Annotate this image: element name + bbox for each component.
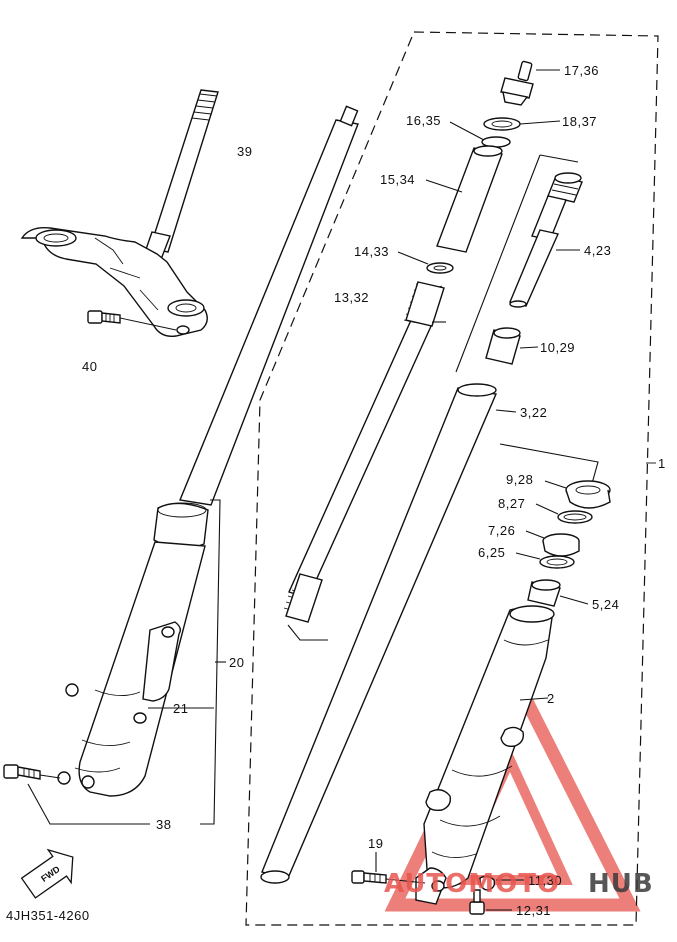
callout-39: 39	[237, 144, 252, 159]
callout-15-34: 15,34	[380, 172, 415, 187]
spacer-15	[425, 145, 503, 253]
callout-6-25: 6,25	[478, 545, 505, 560]
callout-4-23: 4,23	[584, 243, 611, 258]
o-ring-18	[483, 117, 561, 131]
callout-40: 40	[82, 359, 97, 374]
callout-7-26: 7,26	[488, 523, 515, 538]
washer-14	[397, 251, 454, 274]
fwd-arrow-icon: FWD	[20, 848, 74, 899]
steering-stem	[20, 89, 219, 337]
bushing-10	[485, 327, 539, 365]
callout-13-32: 13,32	[334, 290, 369, 305]
drawing-code: 4JH351-4260	[6, 908, 90, 923]
callout-10-29: 10,29	[540, 340, 575, 355]
callout-19: 19	[368, 836, 383, 851]
callout-38: 38	[156, 817, 171, 832]
spring-assembly	[283, 281, 446, 641]
cap-bolt-17	[500, 60, 560, 106]
callout-9-28: 9,28	[506, 472, 533, 487]
callout-20: 20	[229, 655, 244, 670]
callout-16-35: 16,35	[406, 113, 441, 128]
gasket-11	[479, 875, 524, 891]
damper-rod-4-23	[455, 154, 583, 373]
callout-5-24: 5,24	[592, 597, 619, 612]
callout-3-22: 3,22	[520, 405, 547, 420]
callout-8-27: 8,27	[498, 496, 525, 511]
bolt-40	[87, 310, 177, 331]
callout-14-33: 14,33	[354, 244, 389, 259]
callout-17-36: 17,36	[564, 63, 599, 78]
inner-tube-3-22	[260, 383, 497, 884]
callout-18-37: 18,37	[562, 114, 597, 129]
seal-stack	[499, 443, 611, 607]
bolt-19	[351, 852, 426, 884]
watermark-text-left: AUTOMOTO	[384, 869, 560, 899]
bolt-12	[469, 889, 512, 915]
assembly-outline-dashed	[245, 31, 659, 926]
outer-tube-2	[415, 605, 555, 905]
callout-2: 2	[547, 691, 555, 706]
watermark-text-right: HUB	[588, 869, 654, 899]
callout-1: 1	[658, 456, 666, 471]
bolt-38	[3, 764, 61, 780]
callout-11-30: 11,30	[528, 873, 562, 888]
callout-21: 21	[173, 701, 188, 716]
fork-assembly-left	[57, 105, 359, 797]
callout-12-31: 12,31	[516, 903, 551, 918]
